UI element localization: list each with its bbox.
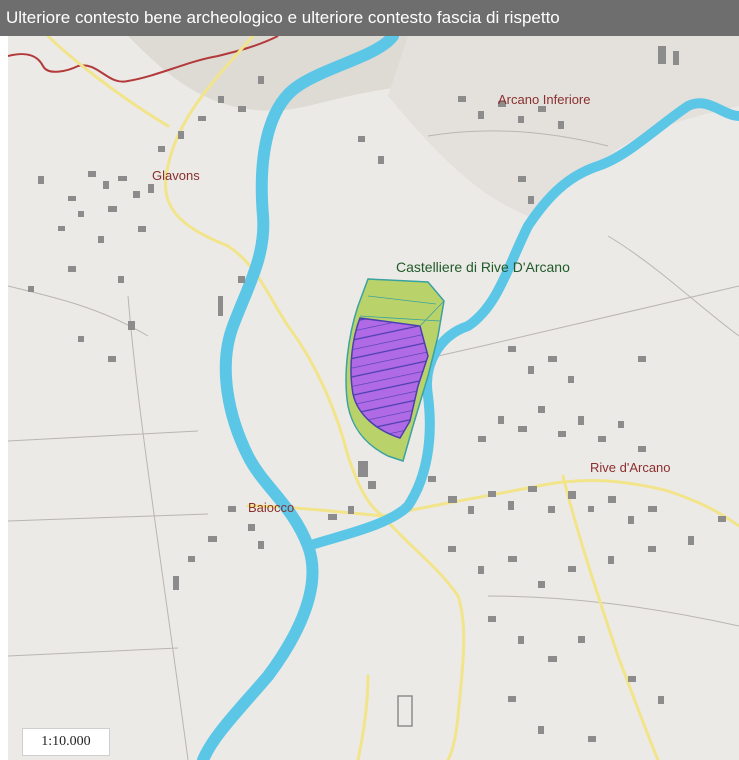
parcel-lines [359, 295, 445, 427]
map-svg[interactable]: Glavons Arcano Inferiore Castelliere di … [8, 36, 739, 760]
place-label-glavons: Glavons [152, 168, 200, 183]
map-title: Ulteriore contesto bene archeologico e u… [0, 0, 739, 36]
scale-indicator: 1:10.000 [22, 728, 110, 756]
rivers [197, 36, 739, 760]
place-label-castelliere: Castelliere di Rive D'Arcano [396, 259, 570, 275]
archaeological-site-hatch [350, 318, 428, 438]
buildings [28, 46, 726, 742]
place-label-baiocco: Baiocco [248, 500, 294, 515]
admin-boundary-line [8, 36, 279, 83]
map-canvas[interactable]: Glavons Arcano Inferiore Castelliere di … [8, 36, 739, 760]
place-label-rive-darcano: Rive d'Arcano [590, 460, 671, 475]
place-label-arcano-inferiore: Arcano Inferiore [498, 92, 591, 107]
